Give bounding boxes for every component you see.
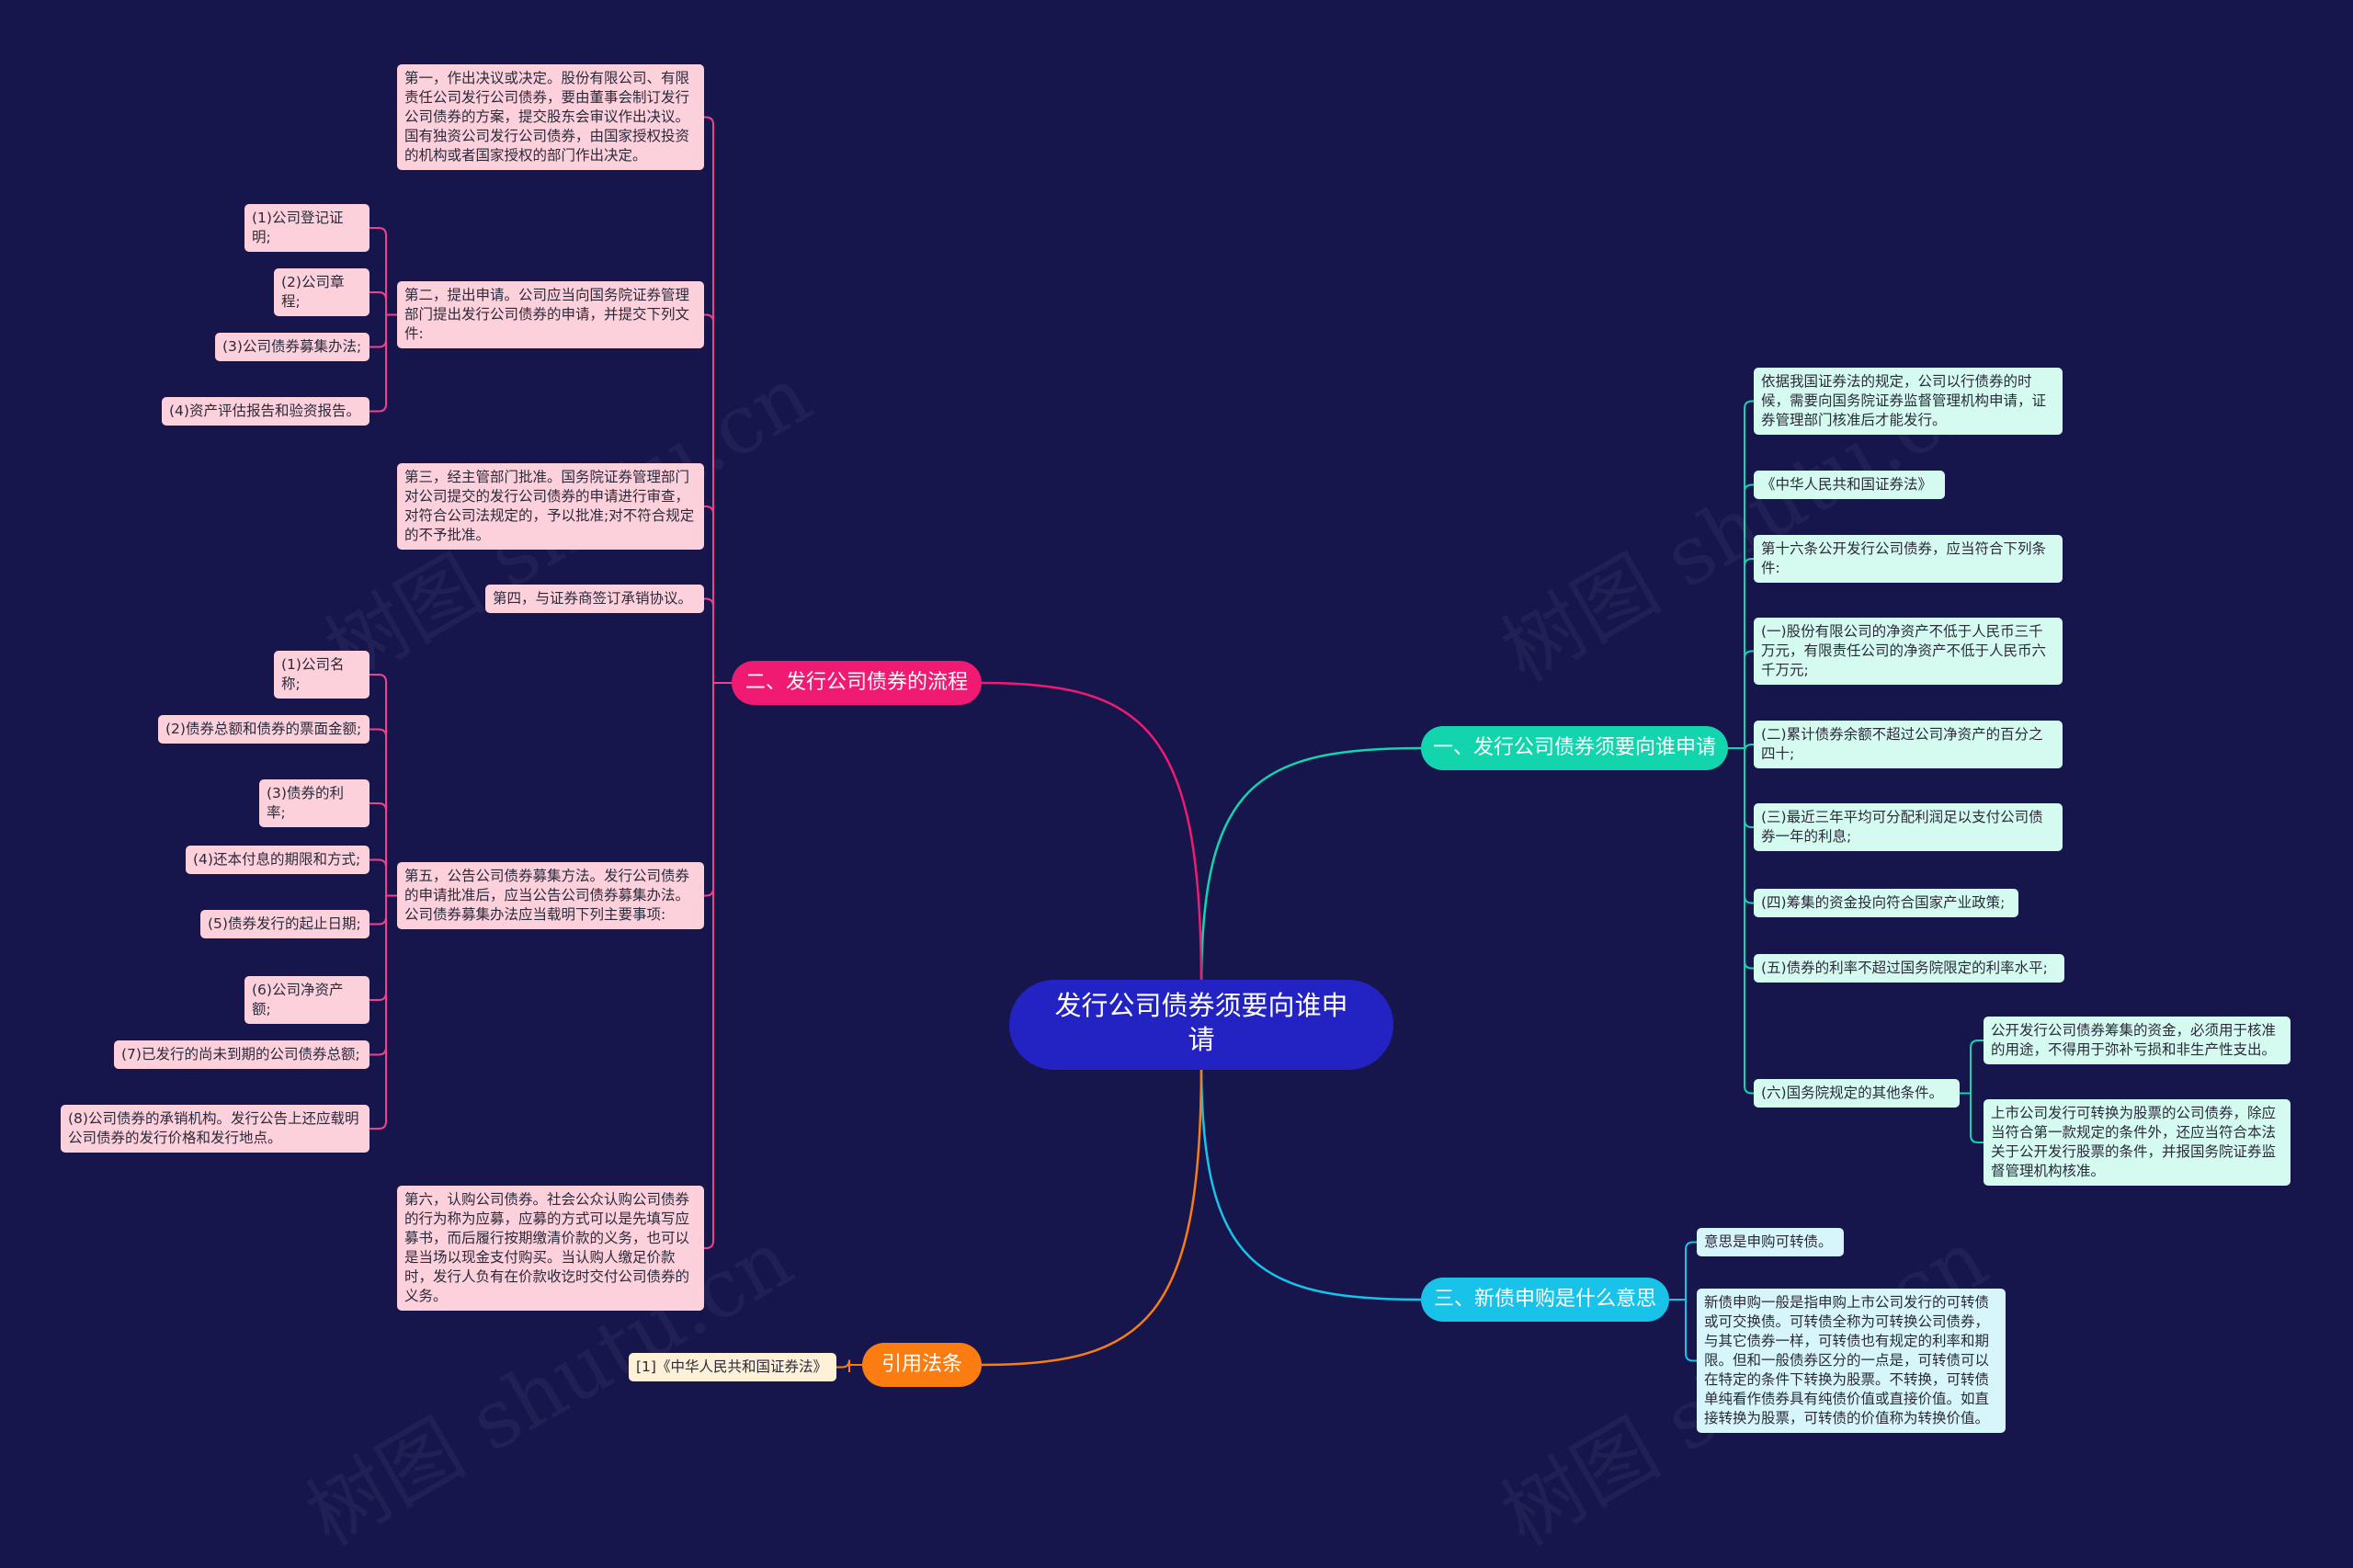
b2-doc-1[interactable]: (1)公司登记证明; [244,204,369,252]
connector-line [1685,1241,1697,1250]
branch-topic-1[interactable]: 一、发行公司债券须要向谁申请 [1421,726,1728,770]
connector-line [369,339,387,348]
connector-line [704,116,714,125]
b2-step-2[interactable]: 第二，提出申请。公司应当向国务院证券管理部门提出发行公司债券的申请，并提交下列文… [397,281,704,348]
branch-topic-4[interactable]: 引用法条 [862,1343,982,1387]
b2-item-7[interactable]: (7)已发行的尚未到期的公司债券总额; [114,1040,369,1069]
b2-doc-4[interactable]: (4)资产评估报告和验资报告。 [162,397,369,426]
mindmap-canvas: 树图 shutu.cn 树图 shutu.cn 树图 shutu.cn 树图 s… [61,64,2290,1563]
connector-line [1744,819,1754,828]
b2-item-8[interactable]: (8)公司债券的承销机构。发行公告上还应载明公司债券的发行价格和发行地点。 [61,1105,369,1153]
b1-node-1[interactable]: 依据我国证券法的规定，公司以行债券的时候，需要向国务院证券监督管理机构申请，证券… [1754,368,2063,435]
b1-sub-node-1[interactable]: 公开发行公司债券筹集的资金，必须用于核准的用途，不得用于弥补亏损和非生产性支出。 [1984,1017,2290,1064]
connector-line [369,403,387,413]
connector-line [1744,558,1754,567]
b2-item-4[interactable]: (4)还本付息的期限和方式; [186,846,369,874]
connector-line [369,227,387,236]
b1-node-7[interactable]: (四)筹集的资金投向符合国家产业政策; [1754,889,2018,917]
connector-line [1744,483,1754,493]
root-topic[interactable]: 发行公司债券须要向谁申请 [1009,980,1393,1070]
connector-line [369,674,387,683]
b1-node-8[interactable]: (五)债券的利率不超过国务院限定的利率水平; [1754,954,2064,983]
connector-line [981,681,1203,988]
branch-topic-2[interactable]: 二、发行公司债券的流程 [732,661,982,705]
b2-item-1[interactable]: (1)公司名称; [274,651,369,699]
connector-line [1970,1040,1984,1049]
connector-line [369,1120,387,1130]
connector-line [704,506,714,515]
connector-line [704,888,714,897]
b2-step-5[interactable]: 第五，公告公司债券募集方法。发行公司债券的申请批准后，应当公告公司债券募集办法。… [397,862,704,929]
connector-line [1199,746,1422,988]
b1-node-2[interactable]: 《中华人民共和国证券法》 [1754,471,1945,499]
connector-line [1199,1062,1422,1301]
connector-line [1744,1085,1754,1095]
b3-node-1[interactable]: 意思是申购可转债。 [1697,1228,1844,1256]
branch-topic-3[interactable]: 三、新债申购是什么意思 [1421,1278,1669,1322]
b2-item-2[interactable]: (2)债券总额和债券的票面金额; [158,715,369,744]
connector-line [369,858,387,868]
b2-item-3[interactable]: (3)债券的利率; [259,779,369,827]
b1-node-5[interactable]: (二)累计债券余额不超过公司净资产的百分之四十; [1754,721,2063,768]
b2-step-6[interactable]: 第六，认购公司债券。社会公众认购公司债券的行为称为应募，应募的方式可以是先填写应… [397,1186,704,1311]
connector-line [369,992,387,1001]
b1-node-9[interactable]: (六)国务院规定的其他条件。 [1754,1079,1960,1108]
connector-line [369,916,387,926]
connector-line [1744,895,1754,904]
b4-node-1[interactable]: [1]《中华人民共和国证券法》 [629,1353,836,1381]
b2-step-4[interactable]: 第四，与证券商签订承销协议。 [485,585,704,613]
connector-line [369,728,387,737]
connector-line [836,1359,850,1369]
b2-step-1[interactable]: 第一，作出决议或决定。股份有限公司、有限责任公司发行公司债券，要由董事会制订发行… [397,64,704,170]
b1-sub-node-2[interactable]: 上市公司发行可转换为股票的公司债券，除应当符合第一款规定的条件外，还应当符合本法… [1984,1099,2290,1186]
connector-line [369,802,387,812]
b1-node-6[interactable]: (三)最近三年平均可分配利润足以支付公司债券一年的利息; [1754,803,2063,851]
b2-item-6[interactable]: (6)公司净资产额; [244,976,369,1024]
connector-lines [369,116,1984,1372]
connector-line [1744,960,1754,970]
b1-node-3[interactable]: 第十六条公开发行公司债券，应当符合下列条件: [1754,535,2063,583]
b2-doc-2[interactable]: (2)公司章程; [274,268,369,316]
connector-line [369,291,387,301]
connector-line [1744,400,1754,409]
connector-line [704,1240,714,1249]
connector-line [704,313,714,323]
b1-node-4[interactable]: (一)股份有限公司的净资产不低于人民币三千万元，有限责任公司的净资产不低于人民币… [1754,618,2063,685]
b2-doc-3[interactable]: (3)公司债券募集办法; [215,333,369,361]
b3-node-2[interactable]: 新债申购一般是指申购上市公司发行的可转债或可交换债。可转债全称为可转换公司债券，… [1697,1289,2006,1433]
connector-line [1685,1353,1697,1362]
connector-line [981,1062,1203,1367]
connector-line [1970,1134,1984,1143]
connector-line [1744,650,1754,659]
connector-line [1744,744,1754,753]
b2-item-5[interactable]: (5)债券发行的起止日期; [200,910,369,938]
connector-line [369,1047,387,1056]
b2-step-3[interactable]: 第三，经主管部门批准。国务院证券管理部门对公司提交的发行公司债券的申请进行审查，… [397,463,704,550]
connector-line [704,597,714,607]
